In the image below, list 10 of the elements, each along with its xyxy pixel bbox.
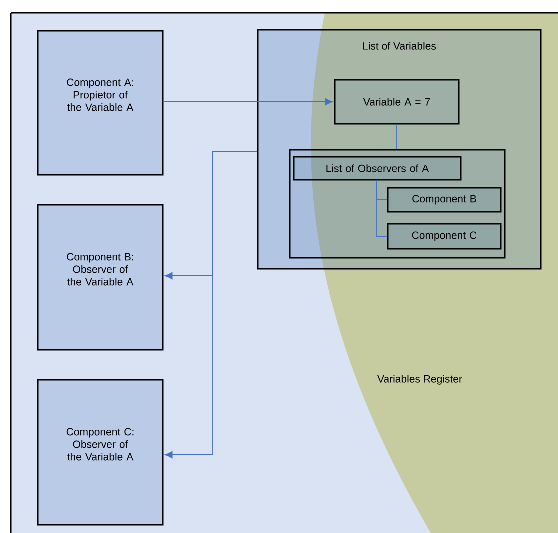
component-box: List of Observers of A — [293, 156, 462, 181]
component-box: Component B: Observer of the Variable A — [37, 204, 164, 351]
component-box: Variable A = 7 — [334, 79, 460, 125]
component-box: Component C: Observer of the Variable A — [37, 379, 164, 526]
region-label: Variables Register — [378, 375, 462, 385]
component-box: Component B — [387, 187, 502, 213]
arrow — [164, 152, 258, 459]
component-box: Component C — [387, 223, 502, 250]
arrow — [163, 98, 334, 106]
component-box: Component A: Propietor of the Variable A — [37, 30, 164, 176]
